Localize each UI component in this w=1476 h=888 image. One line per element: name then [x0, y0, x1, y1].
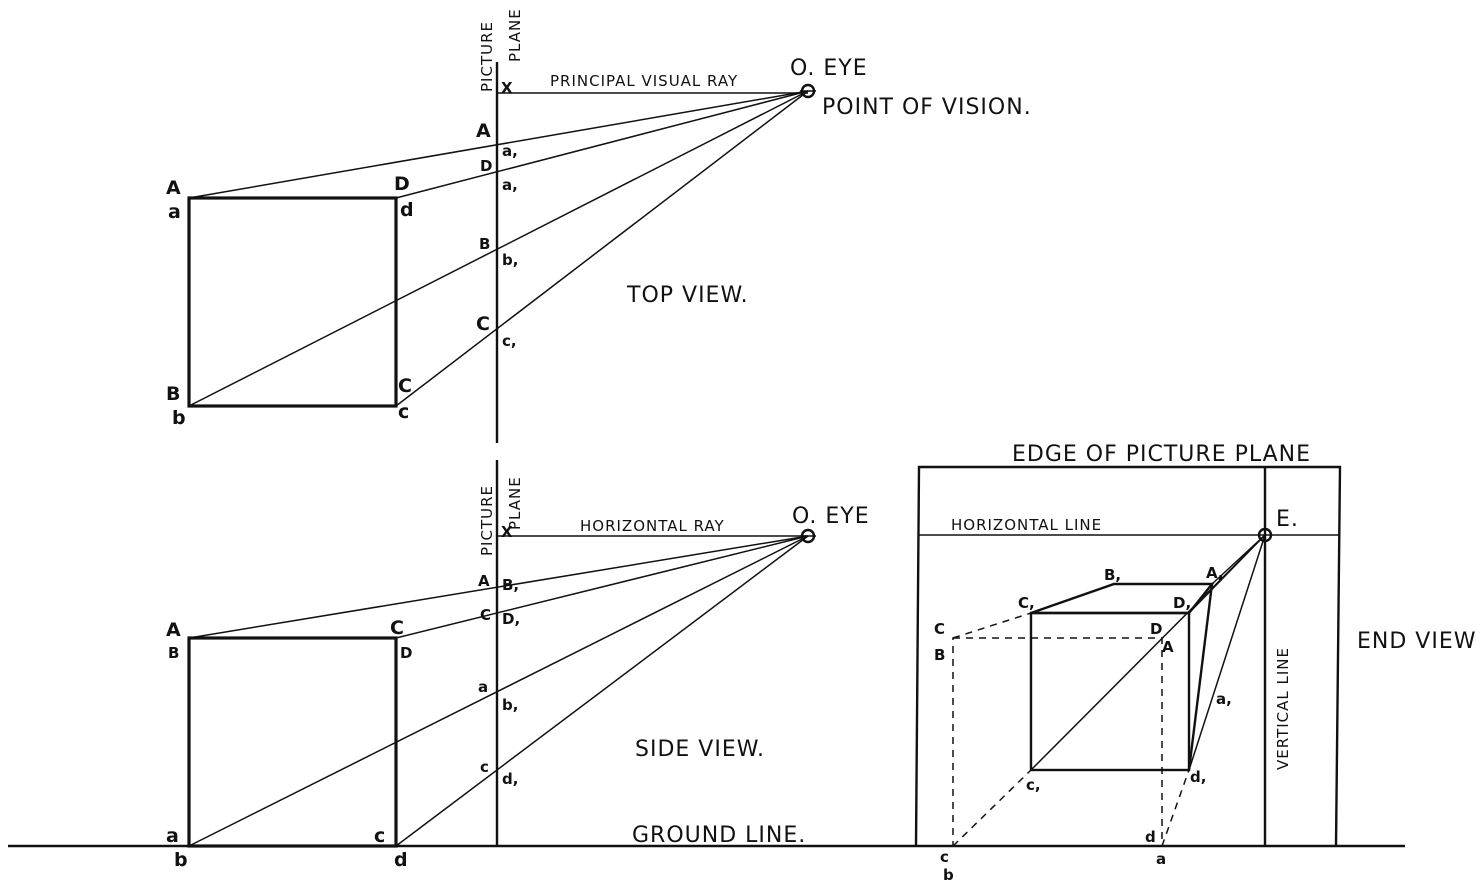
end-eye-label: E.: [1276, 507, 1299, 532]
top-point-label: POINT OF VISION.: [822, 95, 1032, 120]
side-ray-ab: [188, 535, 809, 639]
top-plane-a1: a,: [502, 142, 518, 160]
end-corner-b: b: [943, 866, 954, 884]
end-corner-B: B: [934, 646, 945, 664]
top-caption: TOP VIEW.: [626, 283, 749, 308]
top-corner-A: A: [166, 177, 181, 199]
end-dash-bottom-left: [952, 769, 1032, 847]
side-plane-A: A: [478, 572, 490, 590]
side-ray-label: HORIZONTAL RAY: [580, 517, 725, 535]
top-plane-C: C: [476, 313, 490, 335]
end-corner-a: a: [1156, 850, 1166, 868]
end-dash-top: [952, 612, 1032, 639]
end-corner-d1: d,: [1190, 768, 1206, 786]
end-ray-top-eye: [1188, 534, 1266, 614]
side-corner-d: d: [394, 849, 408, 871]
side-plane-label-picture: PICTURE: [478, 485, 496, 556]
end-ray-top2-eye: [1211, 534, 1266, 585]
top-plane-D: D: [480, 157, 492, 175]
side-plane-b1: b,: [502, 696, 518, 714]
side-view: PICTURE PLANE X HORIZONTAL RAY O. EYE SI…: [8, 460, 1405, 871]
end-right-edge: [1187, 583, 1214, 771]
side-corner-D: D: [400, 644, 412, 662]
side-caption: SIDE VIEW.: [635, 737, 765, 762]
side-plane-D1: D,: [502, 610, 520, 628]
top-ray-a: [188, 90, 809, 199]
side-corner-b: b: [174, 849, 188, 871]
side-plane-B1: B,: [502, 576, 519, 594]
side-ground-label: GROUND LINE.: [632, 823, 806, 848]
end-corner-a1: a,: [1216, 690, 1232, 708]
top-square: [187, 196, 398, 408]
top-plane-A: A: [476, 120, 491, 142]
top-corner-B: B: [166, 383, 180, 405]
top-ray-d: [395, 90, 809, 199]
top-corner-c: c: [398, 401, 409, 423]
end-back-square: [952, 637, 1163, 847]
side-ray-cd: [395, 535, 809, 639]
side-corner-c: c: [374, 825, 385, 847]
side-plane-d1: d,: [502, 770, 518, 788]
top-corner-a: a: [168, 201, 181, 223]
side-corner-a: a: [166, 825, 179, 847]
end-corner-A1: A,: [1206, 564, 1224, 582]
end-edge-label: EDGE OF PICTURE PLANE: [1012, 442, 1311, 467]
end-corner-B1: B,: [1104, 566, 1121, 584]
top-ray-c: [395, 90, 809, 407]
end-corner-d: d: [1145, 828, 1156, 846]
end-corner-C: C: [934, 620, 945, 638]
end-corner-C1: C,: [1018, 594, 1035, 612]
side-x-label: X: [501, 523, 513, 541]
end-view: EDGE OF PICTURE PLANE HORIZONTAL LINE VE…: [914, 442, 1476, 884]
top-corner-d: d: [400, 199, 414, 221]
end-corner-A: A: [1162, 638, 1174, 656]
top-x-label: X: [501, 79, 513, 97]
side-eye-label: O. EYE: [792, 504, 870, 529]
side-square: [187, 636, 398, 848]
end-corner-c: c: [940, 848, 949, 866]
end-corner-D: D: [1150, 620, 1162, 638]
side-ray-lower-cd: [395, 535, 809, 847]
top-view: PICTURE PLANE X PRINCIPAL VISUAL RAY O. …: [166, 8, 1032, 443]
end-horizontal-label: HORIZONTAL LINE: [951, 516, 1102, 534]
side-corner-C: C: [390, 617, 404, 639]
side-corner-B: B: [168, 644, 179, 662]
side-ray-lower-ab: [188, 535, 809, 847]
top-plane-c1: c,: [502, 332, 517, 350]
end-eye-point: [1257, 527, 1273, 543]
end-vertical-label: VERTICAL LINE: [1274, 647, 1292, 770]
top-ray-b: [188, 90, 809, 407]
side-corner-A: A: [166, 619, 181, 641]
side-plane-c: c: [480, 758, 489, 776]
top-plane-b1: b,: [502, 251, 518, 269]
end-corner-D1: D,: [1173, 594, 1191, 612]
top-corner-C: C: [398, 375, 412, 397]
end-dash-bottom-right: [1161, 769, 1190, 847]
side-plane-a: a: [478, 678, 488, 696]
top-corner-b: b: [172, 407, 186, 429]
top-eye-label: O. EYE: [790, 56, 868, 81]
end-frame: [914, 465, 1342, 847]
side-plane-C: C: [480, 606, 491, 624]
end-caption: END VIEW: [1357, 629, 1476, 654]
top-corner-D: D: [394, 173, 410, 195]
top-plane-d1: a,: [502, 176, 518, 194]
side-plane-label-plane: PLANE: [506, 476, 524, 530]
end-ray-a1-eye: [1188, 534, 1266, 771]
top-plane-label-plane: PLANE: [506, 8, 524, 62]
top-plane-label-picture: PICTURE: [478, 21, 496, 92]
end-corner-c1: c,: [1026, 776, 1041, 794]
top-ray-label: PRINCIPAL VISUAL RAY: [550, 72, 738, 90]
top-plane-B: B: [479, 235, 490, 253]
